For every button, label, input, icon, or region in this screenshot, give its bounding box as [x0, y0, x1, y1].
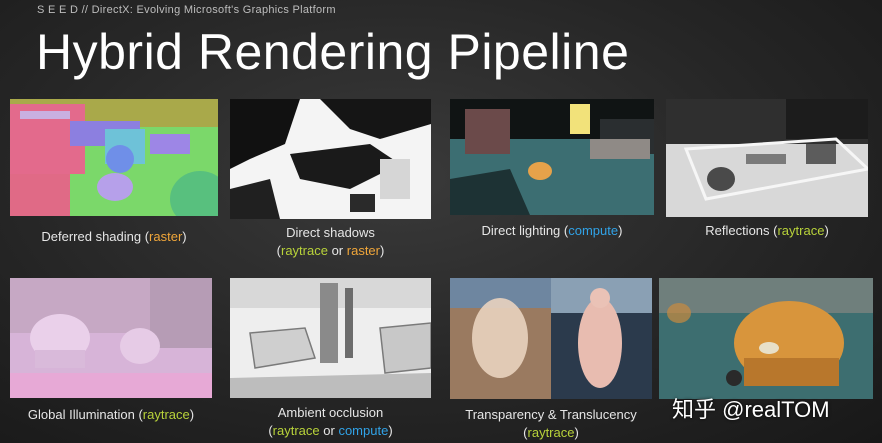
post-processing-image	[659, 278, 873, 399]
compute-label: compute	[338, 423, 389, 438]
deferred-shading-image	[10, 99, 218, 216]
global-illumination-image	[10, 278, 212, 398]
direct-shadows-image	[230, 99, 431, 219]
raytrace-label: raytrace	[777, 223, 825, 238]
raster-label: raster	[149, 229, 183, 244]
caption-direct-shadows: Direct shadows (raytrace or raster)	[276, 225, 385, 258]
caption-transparency-translucency: Transparency & Translucency (raytrace)	[465, 407, 637, 440]
raytrace-label: raytrace	[272, 423, 320, 438]
caption-direct-lighting: Direct lighting (compute)	[481, 223, 623, 238]
caption-global-illumination: Global Illumination (raytrace)	[27, 407, 195, 422]
ambient-occlusion-image	[230, 278, 431, 398]
slide-title: Hybrid Rendering Pipeline	[36, 24, 630, 80]
raytrace-label: raytrace	[527, 425, 575, 440]
caption-deferred-shading: Deferred shading (raster)	[41, 229, 187, 244]
raytrace-label: raytrace	[281, 243, 328, 258]
compute-label: compute	[568, 223, 619, 238]
caption-reflections: Reflections (raytrace)	[705, 223, 829, 238]
presentation-subtitle: S E E D // DirectX: Evolving Microsoft's…	[37, 4, 336, 16]
caption-ambient-occlusion: Ambient occlusion (raytrace or compute)	[268, 405, 393, 438]
transparency-translucency-image	[450, 278, 652, 399]
direct-lighting-image	[450, 99, 654, 215]
reflections-image	[666, 99, 868, 217]
watermark-text: 知乎 @realTOM	[672, 397, 830, 422]
raytrace-label: raytrace	[142, 407, 190, 422]
raster-label: raster	[346, 243, 380, 258]
